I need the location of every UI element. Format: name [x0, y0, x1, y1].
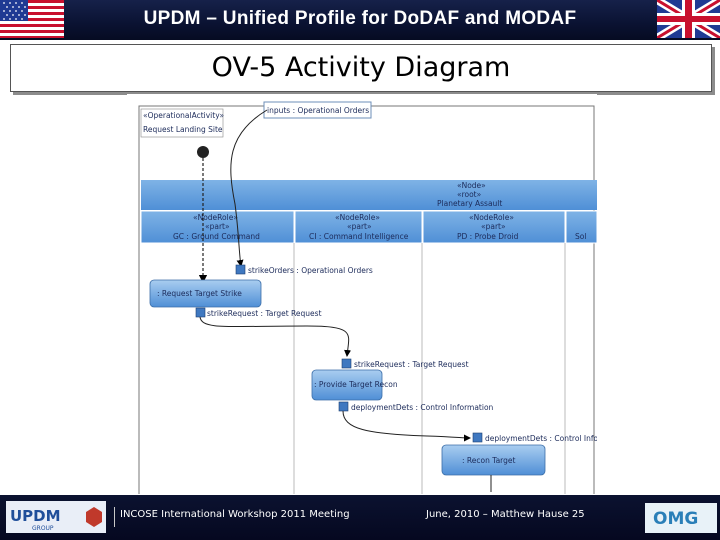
- frame-stereotype: «OperationalActivity»: [143, 111, 225, 120]
- action-recon-target[interactable]: [441, 444, 546, 476]
- lane-2-part: «part»: [347, 222, 372, 231]
- lane-2-name: CI : Command Intelligence: [309, 232, 409, 241]
- initial-node[interactable]: [197, 146, 209, 158]
- node-header: [141, 180, 597, 210]
- updm-logo: UPDM GROUP: [6, 501, 106, 533]
- node-name: Planetary Assault: [437, 199, 502, 208]
- header-band: UPDM – Unified Profile for DoDAF and MOD…: [0, 0, 720, 40]
- object-flow-request: [199, 316, 352, 357]
- activity-diagram-canvas: «OperationalActivity» Request Landing Si…: [138, 101, 597, 494]
- lane-2-stereotype: «NodeRole»: [335, 213, 380, 222]
- footer-band: UPDM GROUP INCOSE International Workshop…: [0, 495, 720, 540]
- action-1-label: : Request Target Strike: [157, 289, 242, 298]
- node-stereotype: «Node»: [457, 181, 486, 190]
- lane-3-stereotype: «NodeRole»: [469, 213, 514, 222]
- lane-header-ground-command[interactable]: [140, 210, 295, 244]
- omg-logo: OMG: [645, 503, 717, 533]
- object-flow-deployment: [342, 410, 471, 442]
- action-2-label: : Provide Target Recon: [314, 380, 398, 389]
- deployment-out-label: deploymentDets : Control Information: [351, 403, 494, 412]
- frame-label-box: [140, 108, 224, 138]
- strike-request-out-pin[interactable]: [195, 307, 206, 318]
- lane-3-name: PD : Probe Droid: [457, 232, 519, 241]
- slide-title: OV-5 Activity Diagram: [211, 52, 511, 83]
- slide-title-box: OV-5 Activity Diagram: [10, 44, 712, 92]
- footer-event: INCOSE International Workshop 2011 Meeti…: [120, 509, 350, 520]
- deployment-in-pin[interactable]: [472, 432, 483, 443]
- deployment-in-label: deploymentDets : Control Info: [485, 434, 597, 443]
- us-flag-icon: [0, 0, 64, 38]
- lane-header-probe-droid[interactable]: [422, 210, 566, 244]
- object-flow-input: [230, 109, 268, 267]
- strike-orders-label: strikeOrders : Operational Orders: [248, 266, 373, 275]
- lane-header-sol[interactable]: [565, 210, 597, 244]
- deployment-out-pin[interactable]: [338, 401, 349, 412]
- node-root: «root»: [457, 190, 482, 199]
- strike-orders-pin[interactable]: [235, 264, 246, 275]
- lane-3-part: «part»: [481, 222, 506, 231]
- action-request-target-strike[interactable]: [149, 279, 262, 308]
- lane-4-name: Sol: [575, 232, 586, 241]
- header-title: UPDM – Unified Profile for DoDAF and MOD…: [143, 8, 577, 29]
- lane-header-command-intelligence[interactable]: [294, 210, 423, 244]
- lane-1-stereotype: «NodeRole»: [193, 213, 238, 222]
- action-provide-target-recon[interactable]: [311, 369, 383, 401]
- omg-logo-text: OMG: [653, 509, 698, 529]
- lane-1-part: «part»: [205, 222, 230, 231]
- footer-author-page: June, 2010 – Matthew Hause 25: [426, 509, 585, 520]
- input-parameter-label: inputs : Operational Orders: [267, 106, 369, 115]
- lane-1-name: GC : Ground Command: [173, 232, 260, 241]
- footer-divider: [114, 507, 115, 527]
- frame-name: Request Landing Site: [143, 125, 223, 134]
- strike-request-in-pin[interactable]: [341, 358, 352, 369]
- updm-logo-sub: GROUP: [32, 525, 54, 532]
- strike-request-in-label: strikeRequest : Target Request: [354, 360, 469, 369]
- input-parameter-node[interactable]: [263, 101, 372, 119]
- activity-diagram: «OperationalActivity» Request Landing Si…: [127, 94, 597, 494]
- updm-logo-text: UPDM: [10, 507, 61, 525]
- strike-request-out-label: strikeRequest : Target Request: [207, 309, 322, 318]
- action-3-label: : Recon Target: [462, 456, 516, 465]
- uk-flag-icon: [657, 0, 720, 38]
